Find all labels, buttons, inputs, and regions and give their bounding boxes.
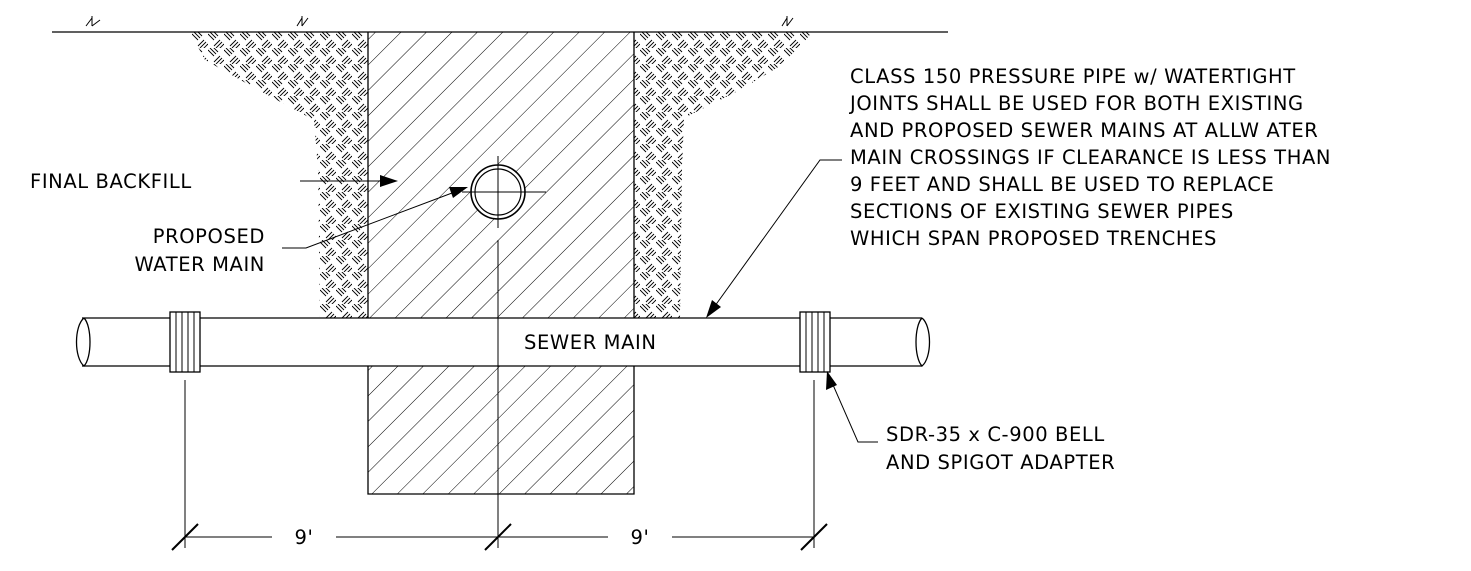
dimension-tick — [171, 523, 199, 551]
sewer-main-pipe — [82, 318, 922, 366]
dimension-tick — [484, 523, 512, 551]
note-line: AND PROPOSED SEWER MAINS AT ALLW ATER — [850, 119, 1318, 142]
final-backfill-label: FINAL BACKFILL — [30, 170, 192, 193]
note-line: MAIN CROSSINGS IF CLEARANCE IS LESS THAN — [850, 146, 1331, 169]
adapter-label-line2: AND SPIGOT ADAPTER — [886, 451, 1115, 474]
dimension-label-left: 9' — [295, 526, 314, 549]
pressure-pipe-note: CLASS 150 PRESSURE PIPE w/ WATERTIGHT JO… — [848, 65, 1331, 250]
leader-pressure-pipe-note — [706, 159, 842, 318]
sewer-main-label: SEWER MAIN — [524, 331, 657, 354]
grass-tuft — [85, 16, 794, 27]
note-line: SECTIONS OF EXISTING SEWER PIPES — [850, 200, 1234, 223]
proposed-water-main-label-line1: PROPOSED — [153, 225, 265, 248]
leader-adapter — [826, 371, 878, 443]
note-line: 9 FEET AND SHALL BE USED TO REPLACE — [850, 173, 1274, 196]
adapter-label-line1: SDR-35 x C-900 BELL — [886, 423, 1105, 446]
note-line: JOINTS SHALL BE USED FOR BOTH EXISTING — [848, 92, 1304, 115]
adapter-right — [799, 311, 831, 373]
note-line: CLASS 150 PRESSURE PIPE w/ WATERTIGHT — [850, 65, 1296, 88]
backfill-right — [634, 32, 812, 318]
trench-lower — [368, 366, 634, 494]
proposed-water-main-label-line2: WATER MAIN — [134, 253, 265, 276]
sewer-main-right-break — [915, 317, 931, 367]
note-line: WHICH SPAN PROPOSED TRENCHES — [850, 227, 1217, 250]
dimension-label-right: 9' — [631, 526, 650, 549]
leader-water-main — [282, 187, 468, 249]
trench-lower-outline — [367, 366, 635, 495]
dimension-tick — [800, 523, 828, 551]
sewer-main-left-break — [75, 317, 91, 367]
leader-final-backfill — [300, 175, 398, 187]
backfill-left — [190, 32, 368, 318]
adapter-left — [169, 311, 201, 373]
